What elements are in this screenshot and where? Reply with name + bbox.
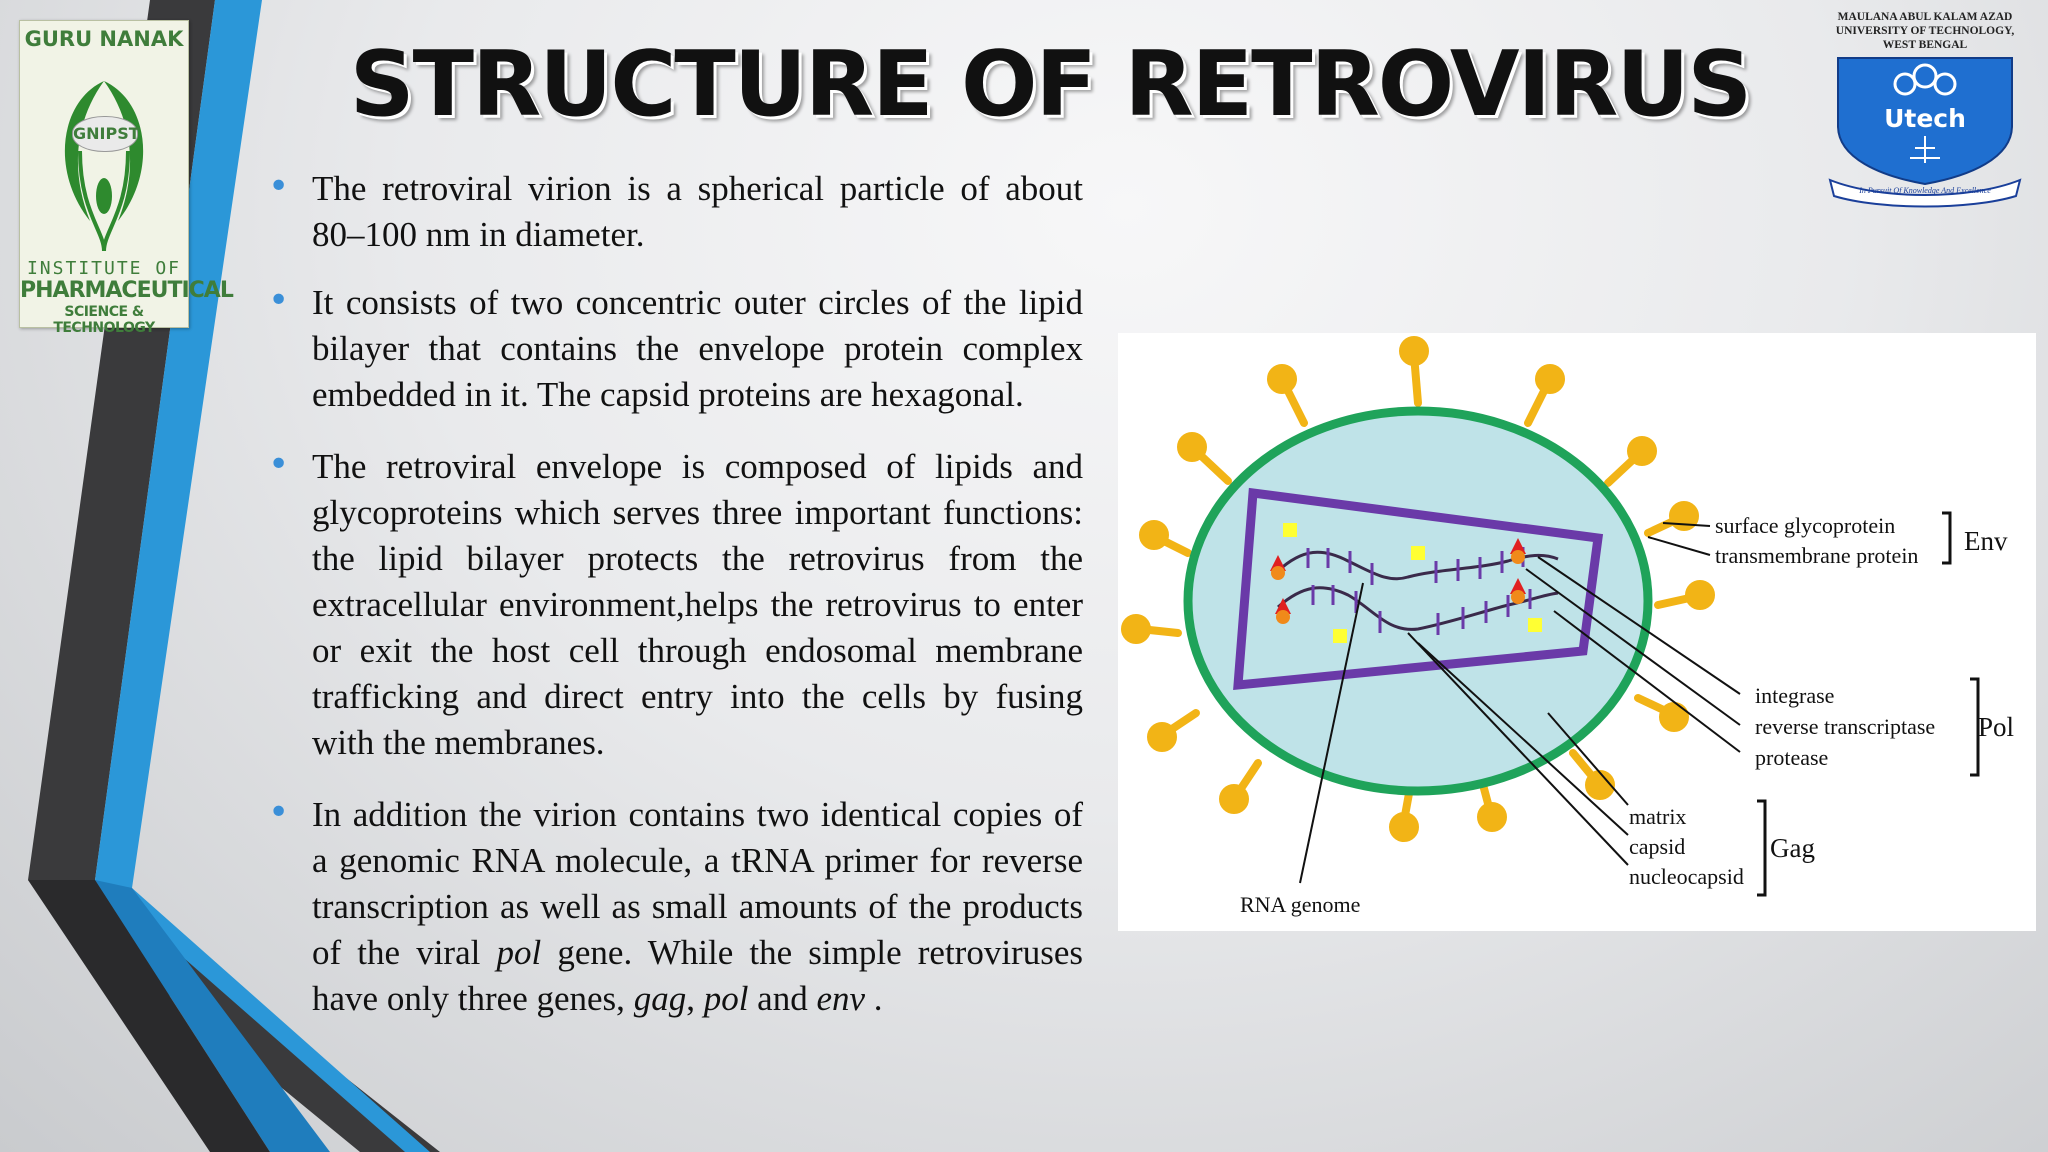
logo-right-line1: MAULANA ABUL KALAM AZAD — [1837, 11, 2013, 23]
bullet-dot-icon: • — [268, 792, 290, 833]
label-protease: protease — [1755, 745, 1828, 770]
bullet-text: It consists of two concentric outer circ… — [312, 283, 1083, 414]
gene-name-pol: pol — [703, 979, 749, 1018]
label-surface-glycoprotein: surface glycoprotein — [1715, 513, 1895, 538]
gnipst-logo: GURU NANAK GNIPST INSTITUTE OF PHARMACEU… — [19, 20, 234, 336]
bullet-item: • It consists of two concentric outer ci… — [268, 280, 1083, 418]
glycoprotein-spikes — [1121, 336, 1715, 842]
label-matrix: matrix — [1629, 804, 1686, 829]
logo-left-center-text: GNIPST — [72, 116, 140, 152]
bullet-dot-icon: • — [268, 166, 290, 207]
label-capsid: capsid — [1629, 834, 1685, 859]
retrovirus-diagram: surface glycoprotein transmembrane prote… — [1118, 333, 2036, 931]
label-leader-lines — [1299, 522, 1741, 884]
label-pol-group: Pol — [1978, 712, 2014, 742]
retrovirus-diagram-svg: surface glycoprotein transmembrane prote… — [1121, 336, 2014, 917]
gene-name-pol: pol — [496, 933, 542, 972]
logo-right-motto: In Pursuit Of Knowledge And Excellence — [1859, 186, 1991, 195]
bullet-text: In addition the virion contains two iden… — [312, 795, 1083, 1018]
slide-title: STRUCTURE OF RETROVIRUS — [349, 32, 1752, 137]
label-reverse-transcriptase: reverse transcriptase — [1755, 714, 1935, 739]
viral-envelope — [1183, 406, 1653, 796]
label-integrase: integrase — [1755, 683, 1834, 708]
utech-logo: MAULANA ABUL KALAM AZAD UNIVERSITY OF TE… — [1820, 8, 2030, 208]
bullet-item: • The retroviral virion is a spherical p… — [268, 166, 1083, 258]
bullet-dot-icon: • — [268, 280, 290, 321]
bullet-item: • The retroviral envelope is composed of… — [268, 444, 1083, 766]
label-nucleocapsid: nucleocapsid — [1629, 864, 1744, 889]
utech-shield-icon — [1828, 57, 2022, 208]
gene-name-gag: gag — [633, 979, 687, 1018]
bullet-dot-icon: • — [268, 444, 290, 485]
logo-left-line3: SCIENCE & TECHNOLOGY — [53, 304, 155, 336]
enzyme-markers — [1270, 538, 1526, 624]
gene-name-env: env — [816, 979, 866, 1018]
label-env-group: Env — [1964, 526, 2008, 556]
bullet-item: • In addition the virion contains two id… — [268, 792, 1083, 1022]
bullet-text: The retroviral virion is a spherical par… — [312, 169, 1083, 254]
capsid-shell — [1233, 487, 1604, 691]
yellow-proteins — [1283, 523, 1542, 643]
label-rna-genome: RNA genome — [1240, 892, 1360, 917]
label-transmembrane-protein: transmembrane protein — [1715, 543, 1918, 568]
bullet-list: • The retroviral virion is a spherical p… — [268, 166, 1083, 1044]
logo-left-line1: INSTITUTE OF — [26, 258, 182, 279]
label-gag-group: Gag — [1770, 833, 1815, 863]
bullet-text: The retroviral envelope is composed of l… — [312, 447, 1083, 762]
leaf-emblem-icon — [64, 81, 144, 252]
logo-left-top-text: GURU NANAK — [24, 27, 184, 51]
logo-right-line2: UNIVERSITY OF TECHNOLOGY, — [1835, 25, 2015, 37]
logo-right-brand: Utech — [1884, 104, 1966, 133]
logo-right-line3: WEST BENGAL — [1882, 39, 1968, 51]
bracket-lines — [1757, 511, 1980, 897]
logo-left-line2: PHARMACEUTICAL — [20, 278, 234, 303]
logo-right-university-name: MAULANA ABUL KALAM AZAD UNIVERSITY OF TE… — [1820, 10, 2030, 52]
